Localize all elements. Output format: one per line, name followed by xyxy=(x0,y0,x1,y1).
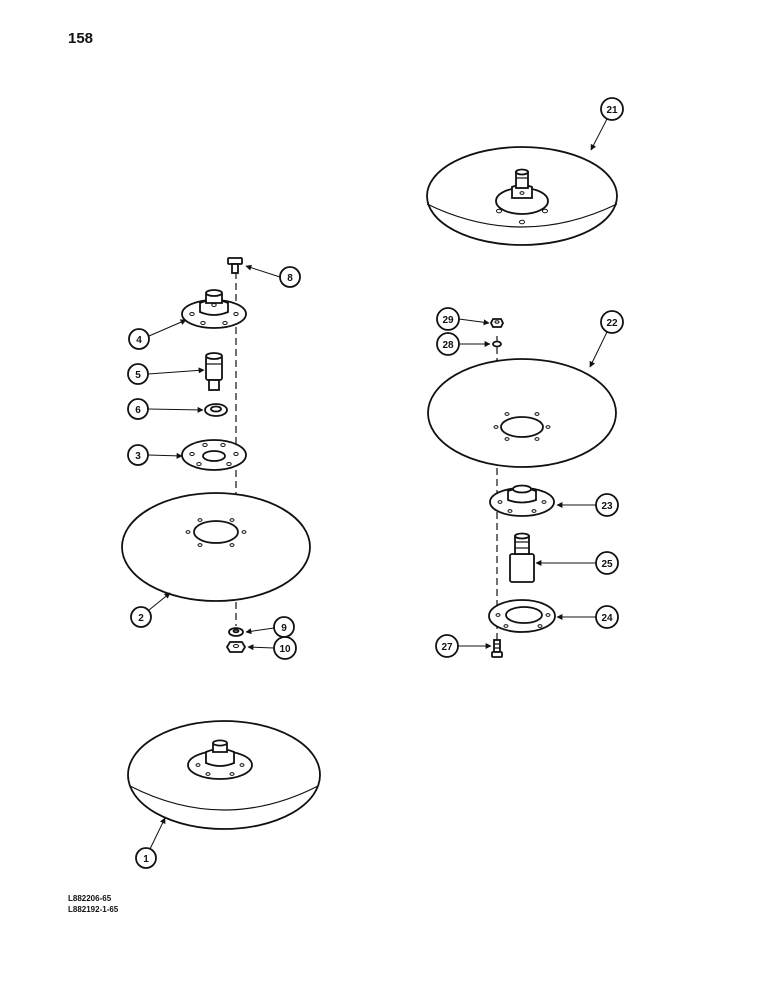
callout-24: 24 xyxy=(595,605,619,629)
svg-text:9: 9 xyxy=(281,623,287,634)
assembled-disc-1-part xyxy=(127,720,321,830)
svg-text:24: 24 xyxy=(601,613,613,624)
washer-9-part xyxy=(228,627,244,637)
callout-10: 10 xyxy=(273,636,297,660)
svg-text:4: 4 xyxy=(136,335,142,346)
callout-29: 29 xyxy=(436,307,460,331)
callout-22: 22 xyxy=(600,310,624,334)
nut-29-part xyxy=(489,318,505,328)
nut-10-part xyxy=(225,641,247,653)
callout-27: 27 xyxy=(435,634,459,658)
bolt-8-part xyxy=(227,257,243,274)
flange-24-part xyxy=(488,599,556,633)
callout-25: 25 xyxy=(595,551,619,575)
washer-28-part xyxy=(492,340,502,348)
shaft-5-part xyxy=(205,352,223,391)
callout-1: 1 xyxy=(135,847,157,869)
svg-text:10: 10 xyxy=(279,644,291,655)
svg-text:23: 23 xyxy=(601,501,613,512)
hub-23-part xyxy=(489,484,555,517)
assembled-disc-21-part xyxy=(426,146,618,246)
leader-lines xyxy=(147,118,608,850)
shaft-25-part xyxy=(509,532,535,583)
disc-2-part xyxy=(121,492,311,602)
svg-text:2: 2 xyxy=(138,613,144,624)
svg-text:3: 3 xyxy=(135,451,141,462)
callout-6: 6 xyxy=(127,398,149,420)
svg-text:5: 5 xyxy=(135,370,141,381)
drawing-code-2: L882192-1-65 xyxy=(68,905,119,914)
hub-4-part xyxy=(181,289,247,329)
svg-text:21: 21 xyxy=(606,105,618,116)
callout-3: 3 xyxy=(127,444,149,466)
bolt-27-part xyxy=(491,639,503,658)
callout-28: 28 xyxy=(436,332,460,356)
svg-text:28: 28 xyxy=(442,340,454,351)
callout-5: 5 xyxy=(127,363,149,385)
callout-2: 2 xyxy=(130,606,152,628)
callout-4: 4 xyxy=(128,328,150,350)
svg-text:27: 27 xyxy=(441,642,453,653)
drawing-code-1: L882206-65 xyxy=(68,894,112,903)
bearing-6-part xyxy=(204,403,228,417)
svg-text:6: 6 xyxy=(135,405,141,416)
flange-3-part xyxy=(181,439,247,471)
callout-9: 9 xyxy=(273,616,295,638)
drawing-codes: L882206-65 L882192-1-65 xyxy=(68,893,118,915)
svg-text:29: 29 xyxy=(442,315,454,326)
callout-23: 23 xyxy=(595,493,619,517)
callout-21: 21 xyxy=(600,97,624,121)
page-number: 158 xyxy=(68,30,94,47)
svg-text:25: 25 xyxy=(601,559,613,570)
callout-8: 8 xyxy=(279,266,301,288)
svg-text:8: 8 xyxy=(287,273,293,284)
disc-22-part xyxy=(427,358,617,468)
svg-text:22: 22 xyxy=(606,318,618,329)
svg-text:1: 1 xyxy=(143,854,149,865)
